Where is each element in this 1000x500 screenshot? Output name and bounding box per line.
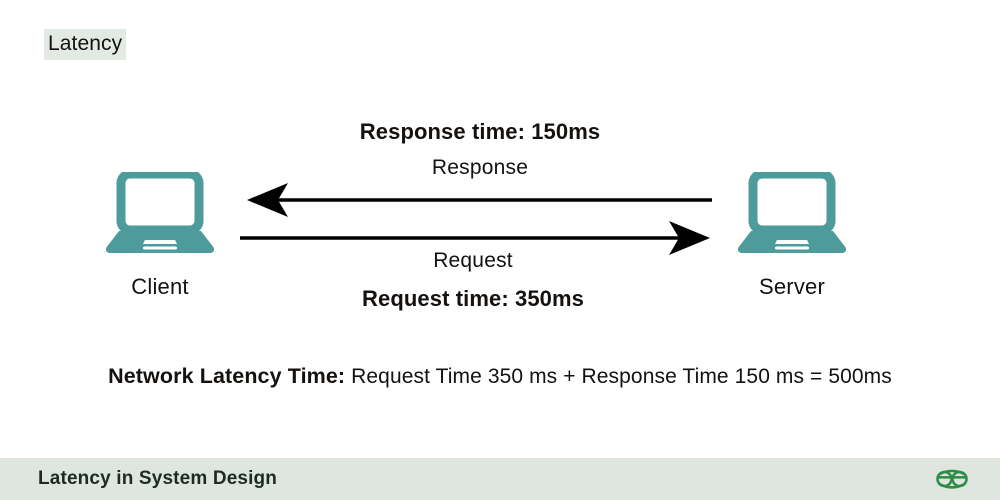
- laptop-icon: [105, 172, 215, 253]
- laptop-icon: [737, 172, 847, 253]
- footer-bar: Latency in System Design: [0, 458, 1000, 500]
- request-time-label: Request time: 350ms: [362, 286, 584, 311]
- summary-line: Network Latency Time: Request Time 350 m…: [0, 364, 1000, 389]
- summary-label: Network Latency Time:: [108, 364, 346, 388]
- topic-title: Latency: [44, 29, 127, 61]
- footer-title: Latency in System Design: [38, 468, 278, 489]
- node-server: Server: [692, 172, 892, 300]
- summary-value: Request Time 350 ms + Response Time 150 …: [345, 365, 892, 388]
- node-server-label: Server: [759, 274, 825, 299]
- request-name-label: Request: [433, 249, 513, 272]
- node-client: Client: [60, 172, 260, 300]
- node-client-label: Client: [131, 274, 189, 299]
- response-arrow: [247, 183, 712, 217]
- geeksforgeeks-logo-icon: [936, 469, 968, 489]
- response-name-label: Response: [431, 156, 529, 179]
- response-time-label: Response time: 150ms: [359, 119, 601, 144]
